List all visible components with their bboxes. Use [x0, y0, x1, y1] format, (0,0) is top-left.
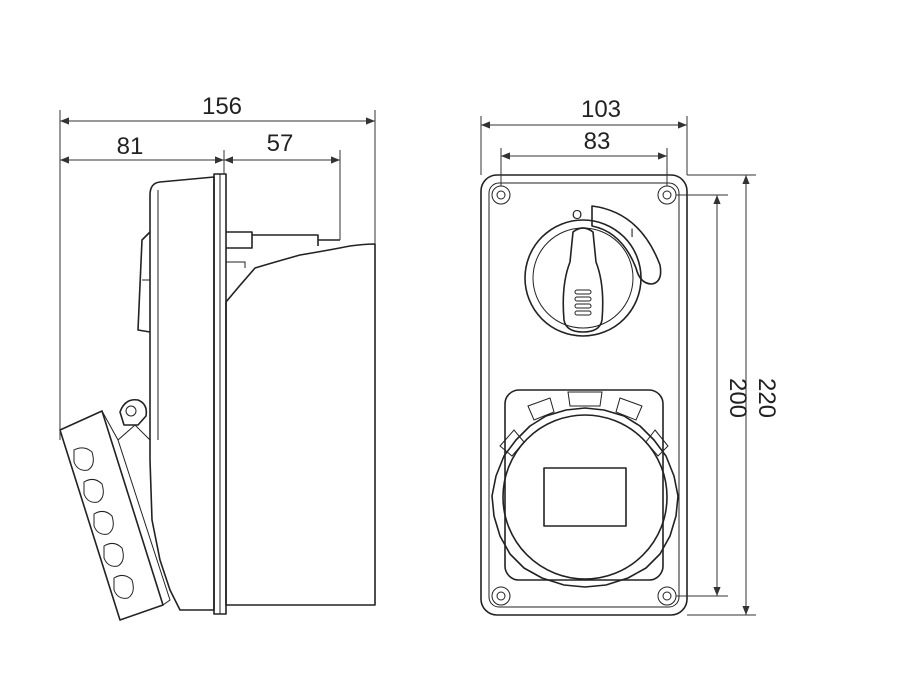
- front-inner-border: [488, 182, 680, 608]
- screw-icon: [491, 185, 511, 205]
- corner-screws: [491, 185, 677, 606]
- socket-outer-nut: [491, 407, 679, 588]
- switch-handle-grip: [574, 289, 592, 316]
- socket-base-plate: [504, 389, 664, 581]
- dim-front-inner-height: 200: [724, 378, 751, 418]
- side-rear-housing: [149, 176, 215, 611]
- screw-icon: [657, 185, 677, 205]
- socket-grip-lugs: [499, 391, 669, 457]
- switch-off-mark: O: [572, 207, 582, 222]
- front-dimensions: 103 83 200 220: [480, 96, 780, 616]
- socket-outlet: [491, 389, 679, 588]
- dim-side-total-width: 156: [202, 93, 242, 120]
- switch-ring: [524, 219, 642, 337]
- side-socket-hinge: [119, 398, 148, 426]
- switch-handle: [562, 227, 604, 333]
- dim-front-total-height: 220: [753, 378, 780, 418]
- side-socket-grip-ribs: [73, 447, 134, 599]
- dim-front-total-width: 103: [581, 96, 621, 123]
- dim-side-cover-depth: 57: [267, 130, 294, 157]
- side-front-cover: [225, 243, 376, 606]
- side-view: [59, 173, 376, 621]
- side-cover-hinge: [226, 231, 340, 249]
- socket-label-window: [543, 467, 627, 527]
- front-view: O I: [480, 174, 688, 616]
- front-enclosure: [480, 174, 688, 616]
- side-latch: [137, 231, 151, 333]
- socket-lid: [502, 414, 668, 580]
- screw-icon: [491, 586, 511, 606]
- rotary-switch: O I: [524, 205, 662, 337]
- side-dimensions: 156 81 57: [59, 93, 376, 440]
- switch-arc-indicator: [591, 205, 662, 285]
- screw-icon: [657, 586, 677, 606]
- switch-on-mark: I: [630, 226, 633, 240]
- dim-front-inner-width: 83: [584, 128, 611, 155]
- dim-side-body-depth: 81: [117, 133, 144, 160]
